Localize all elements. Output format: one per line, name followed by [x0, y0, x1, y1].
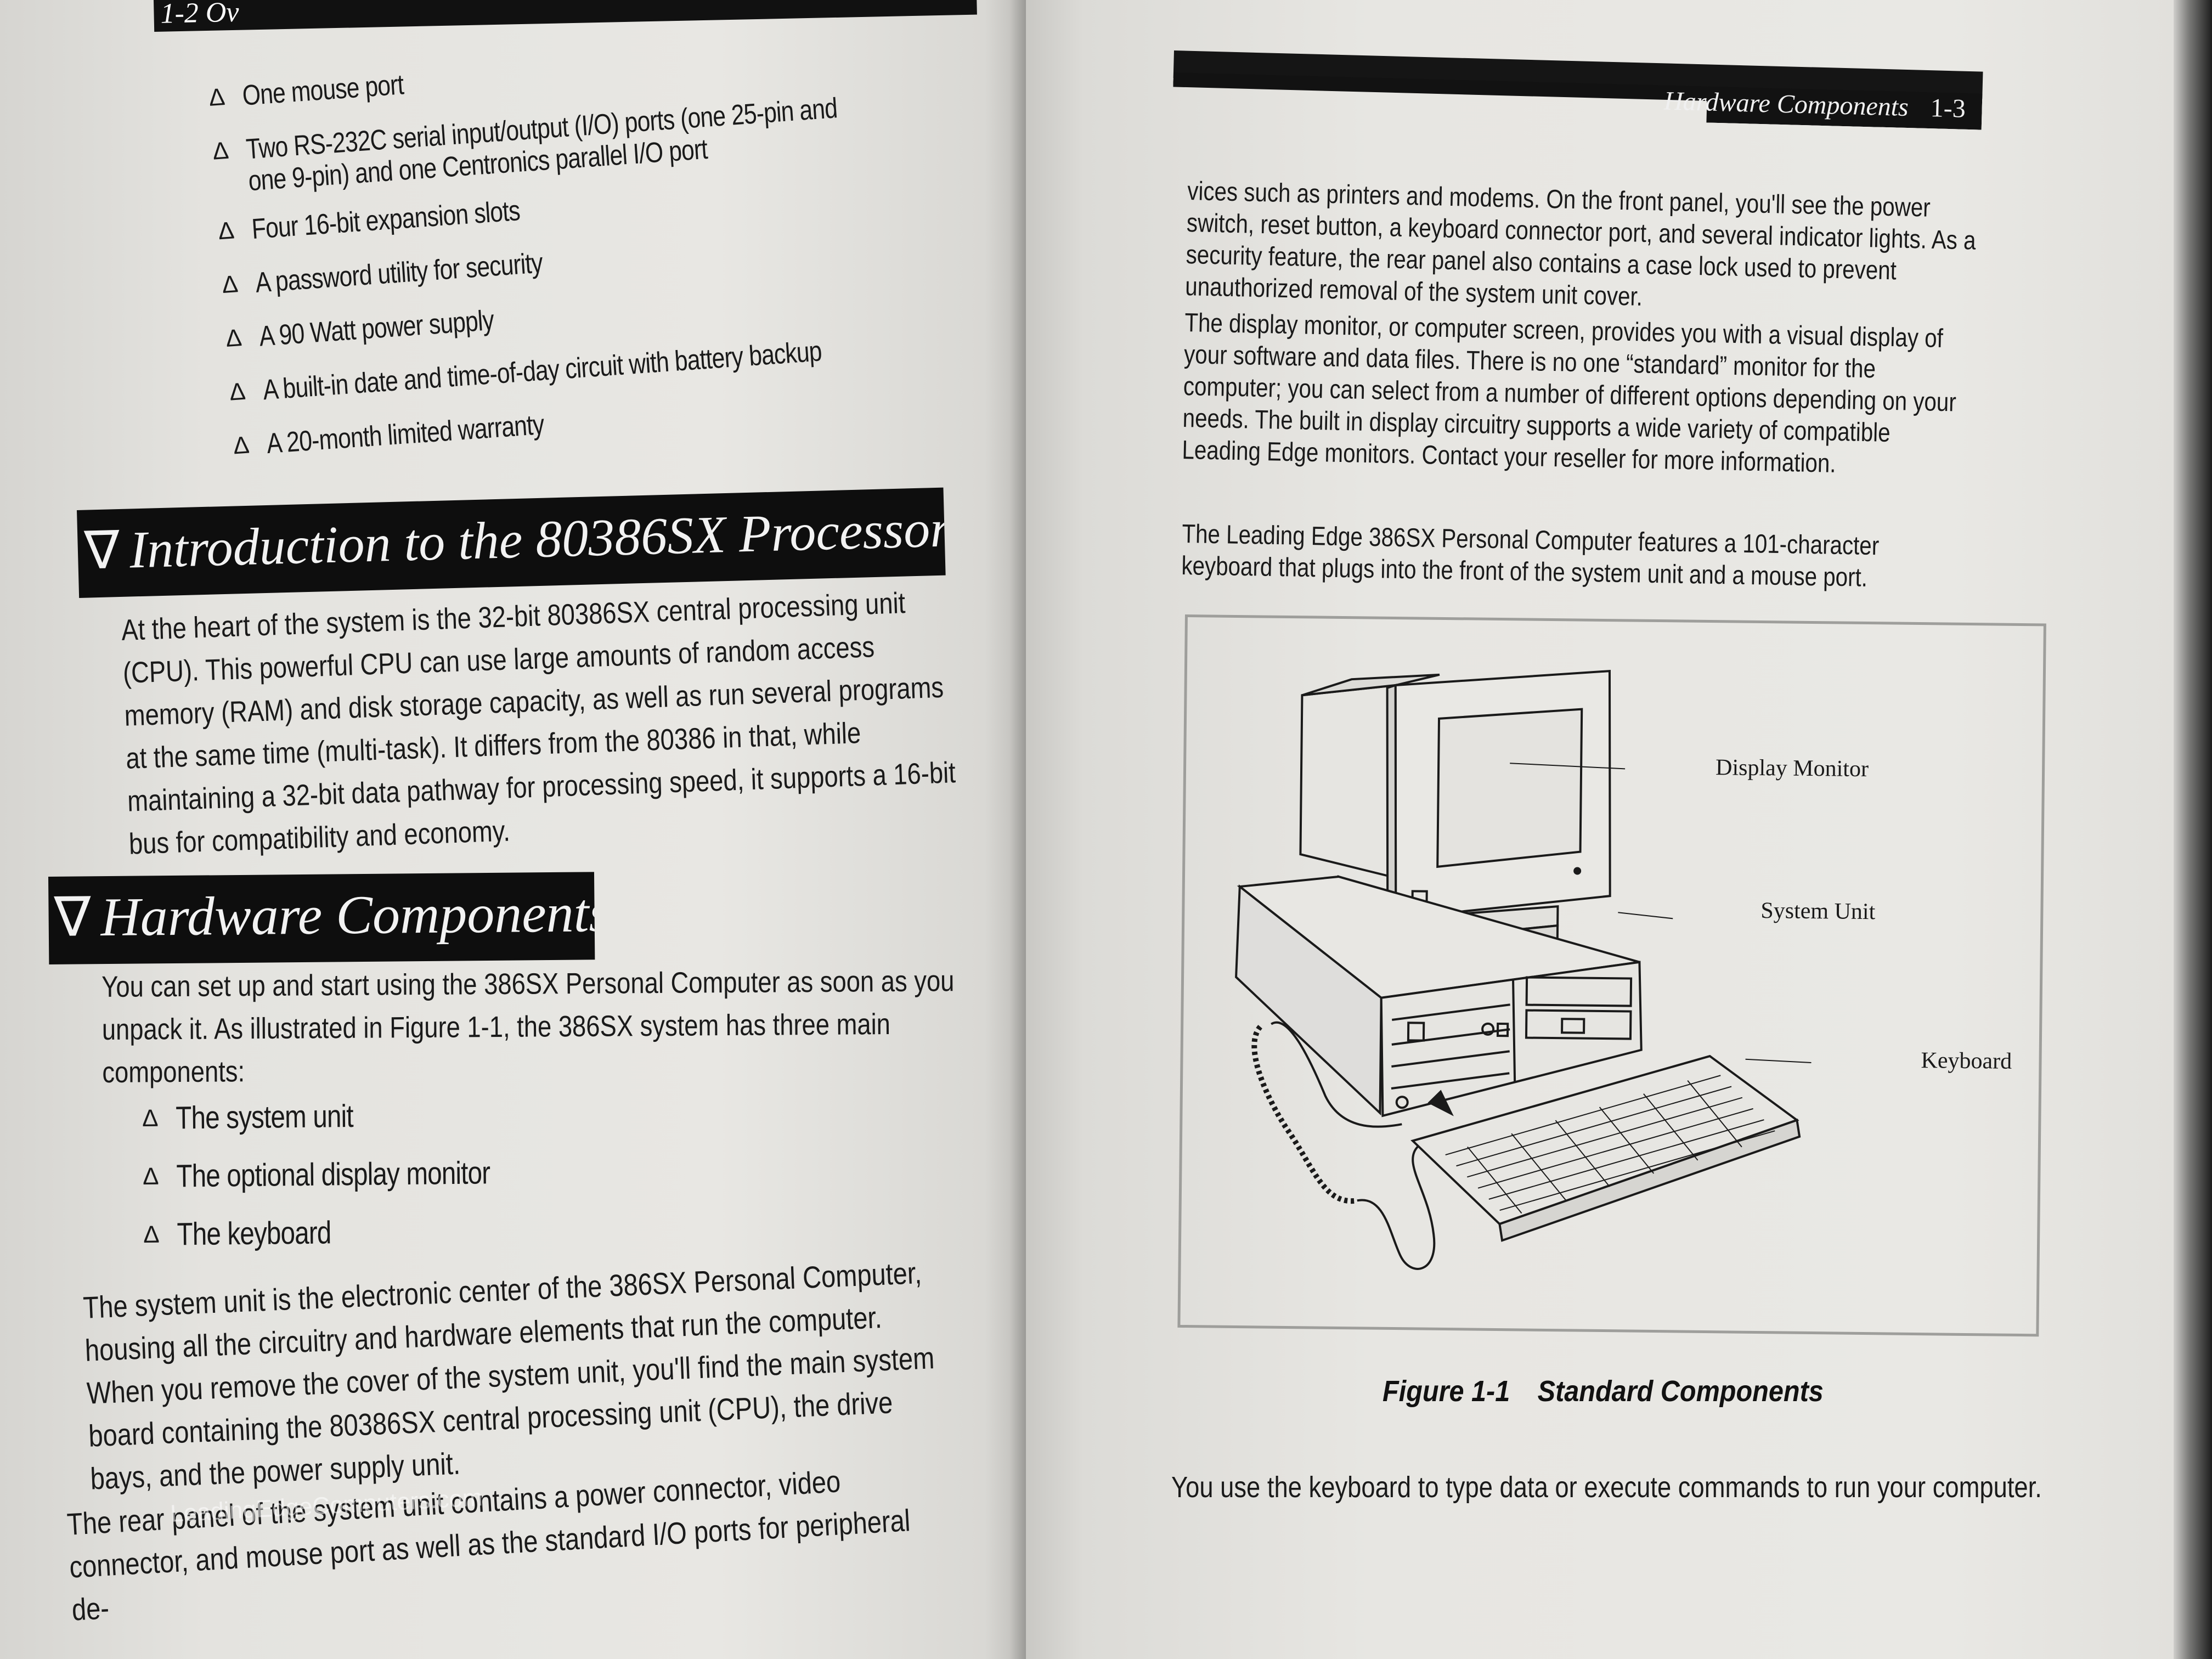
component-item: ∆ The optional display monitor: [143, 1155, 490, 1194]
computer-illustration: [1235, 669, 1812, 1270]
display-monitor-paragraph: The display monitor, or computer screen,…: [1181, 308, 1957, 478]
keyboard-use-paragraph: You use the keyboard to type data or exe…: [1171, 1471, 2042, 1504]
section-heading-hardware: ∇Hardware Components: [48, 872, 595, 964]
figure-caption: Figure 1-1 Standard Components: [1383, 1374, 1824, 1408]
figure-standard-components: Display Monitor System Unit Keyboard: [1177, 614, 2046, 1337]
triangle-bullet-icon: ∆: [143, 1163, 158, 1190]
label-display-monitor: Display Monitor: [1715, 755, 1869, 782]
intro-paragraph: At the heart of the system is the 32-bit…: [121, 586, 956, 861]
label-keyboard: Keyboard: [1921, 1048, 2012, 1074]
left-running-head: 1-2 Ov: [154, 0, 977, 32]
running-head-title: Hardware Components: [1663, 86, 1909, 122]
page-number: 1-3: [1930, 93, 1966, 123]
triangle-bullet-icon: ∆: [229, 377, 246, 406]
triangle-bullet-icon: ∆: [212, 137, 229, 165]
hardware-intro-paragraph: You can set up and start using the 386SX…: [101, 964, 955, 1089]
feature-list: ∆ One mouse port ∆ Two RS-232C serial in…: [208, 27, 1030, 484]
component-item: ∆ The system unit: [143, 1098, 354, 1136]
background-edge: [2174, 0, 2212, 1659]
figure-number: Figure 1-1: [1383, 1375, 1510, 1408]
front-panel-paragraph: vices such as printers and modems. On th…: [1184, 176, 1977, 312]
figure-title: Standard Components: [1537, 1375, 1824, 1408]
triangle-bullet-icon: ∆: [225, 324, 242, 352]
left-page: 1-2 Ov ∆ One mouse port ∆ Two RS-232C se…: [0, 0, 1026, 1659]
section-heading-intro: ∇Introduction to the 80386SX Processor: [77, 487, 946, 598]
component-item: ∆ The keyboard: [144, 1215, 331, 1252]
triangle-down-icon: ∇: [54, 887, 92, 948]
triangle-bullet-icon: ∆: [143, 1104, 157, 1132]
triangle-down-icon: ∇: [83, 520, 121, 580]
triangle-bullet-icon: ∆: [233, 431, 249, 460]
triangle-bullet-icon: ∆: [208, 83, 225, 111]
component-list: ∆ The system unit ∆ The optional display…: [143, 1097, 693, 1277]
label-system-unit: System Unit: [1760, 898, 1876, 925]
triangle-bullet-icon: ∆: [218, 217, 234, 245]
triangle-bullet-icon: ∆: [222, 270, 238, 299]
triangle-bullet-icon: ∆: [144, 1221, 159, 1248]
